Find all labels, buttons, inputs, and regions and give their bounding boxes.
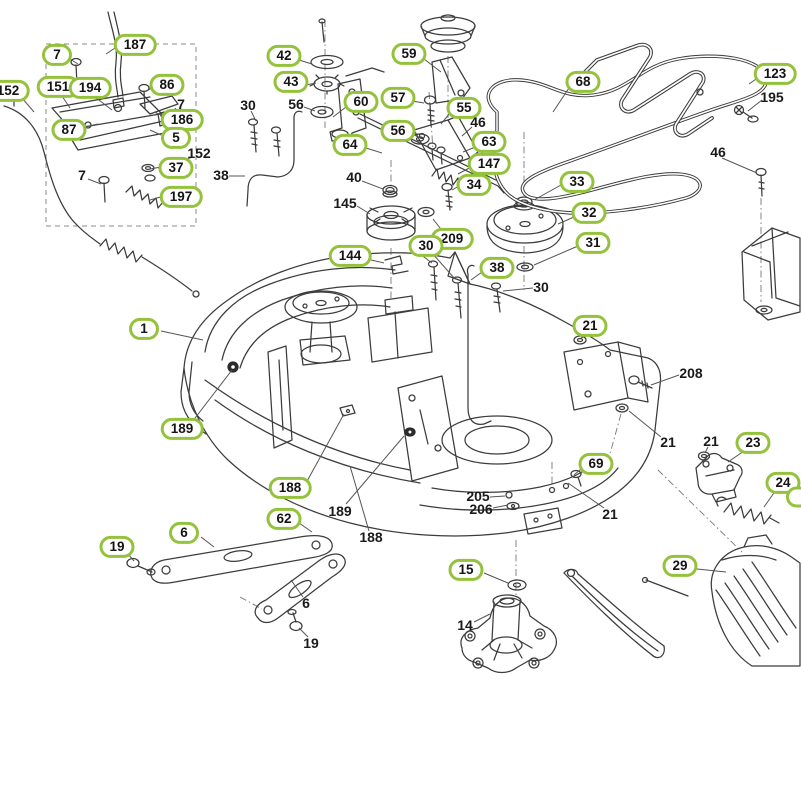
part-callout-69: 69: [578, 452, 614, 476]
part-callout-144: 144: [328, 244, 372, 268]
part-callout-57: 57: [380, 86, 416, 110]
part-callout-29: 29: [662, 554, 698, 578]
part-callout-37: 37: [158, 156, 194, 180]
part-callout-31: 31: [575, 231, 611, 255]
part-number-21: 21: [660, 434, 676, 450]
part-number-208: 208: [679, 365, 703, 381]
part-number-6: 6: [302, 595, 310, 611]
part-callout-197: 197: [159, 185, 203, 209]
part-callout-19: 19: [99, 535, 135, 559]
part-callout-38: 38: [479, 256, 515, 280]
part-callout-123: 123: [753, 62, 797, 86]
brace-arms: [126, 535, 346, 632]
part-callout-5: 5: [161, 126, 191, 150]
part-callout-60: 60: [343, 90, 379, 114]
part-number-14: 14: [457, 617, 473, 633]
part-number-152: 152: [187, 145, 211, 161]
part-callout-7: 7: [42, 43, 72, 67]
part-callout-187: 187: [113, 33, 157, 57]
part-callout-147: 147: [467, 152, 511, 176]
part-callout-42: 42: [266, 44, 302, 68]
deflector-and-support-arm: [563, 534, 801, 667]
part-callout-87: 87: [51, 118, 87, 142]
part-number-19: 19: [303, 635, 319, 651]
part-callout-56: 56: [380, 119, 416, 143]
part-callout-6: 6: [169, 521, 199, 545]
part-callout-32: 32: [571, 201, 607, 225]
part-callout-23: 23: [735, 431, 771, 455]
part-number-7: 7: [177, 96, 185, 112]
part-callout-59: 59: [391, 42, 427, 66]
part-callout-64: 64: [332, 133, 368, 157]
part-callout-152: 152: [0, 79, 30, 103]
part-number-189: 189: [328, 503, 352, 519]
part-callout-188: 188: [268, 476, 312, 500]
gearbox-fragment: [741, 227, 801, 321]
part-number-206: 206: [469, 501, 493, 517]
part-callout-partial: [786, 486, 801, 508]
deck-mounting-screws-and-rods: [246, 110, 502, 426]
part-callout-30: 30: [408, 234, 444, 258]
belt-guard-rod: [583, 42, 767, 197]
part-callout-1: 1: [129, 317, 159, 341]
part-number-188: 188: [359, 529, 383, 545]
part-number-195: 195: [760, 89, 784, 105]
part-callout-189: 189: [160, 417, 204, 441]
part-number-205: 205: [466, 488, 490, 504]
part-callout-55: 55: [446, 96, 482, 120]
part-number-21: 21: [602, 506, 618, 522]
part-callout-151: 151: [36, 75, 80, 99]
part-callout-194: 194: [68, 76, 112, 100]
part-callout-86: 86: [149, 73, 185, 97]
part-number-40: 40: [346, 169, 362, 185]
part-number-21: 21: [703, 433, 719, 449]
part-callout-21: 21: [572, 314, 608, 338]
part-callout-62: 62: [266, 507, 302, 531]
part-number-30: 30: [240, 97, 256, 113]
drive-belt: [486, 54, 768, 215]
part-callout-15: 15: [448, 558, 484, 582]
part-number-38: 38: [213, 167, 229, 183]
idler-bracket-and-spring: [695, 451, 780, 525]
part-number-30: 30: [533, 279, 549, 295]
lift-bracket-assembly: [1, 11, 200, 298]
part-callout-33: 33: [559, 170, 595, 194]
part-number-7: 7: [78, 167, 86, 183]
part-callout-34: 34: [456, 173, 492, 197]
part-number-56: 56: [288, 96, 304, 112]
part-number-145: 145: [333, 195, 357, 211]
part-number-46: 46: [710, 144, 726, 160]
part-callout-43: 43: [273, 70, 309, 94]
part-callout-63: 63: [471, 130, 507, 154]
mower-deck-shell: [180, 251, 662, 537]
part-callout-68: 68: [565, 70, 601, 94]
part-number-46: 46: [470, 114, 486, 130]
spindle-housing: [460, 579, 557, 674]
